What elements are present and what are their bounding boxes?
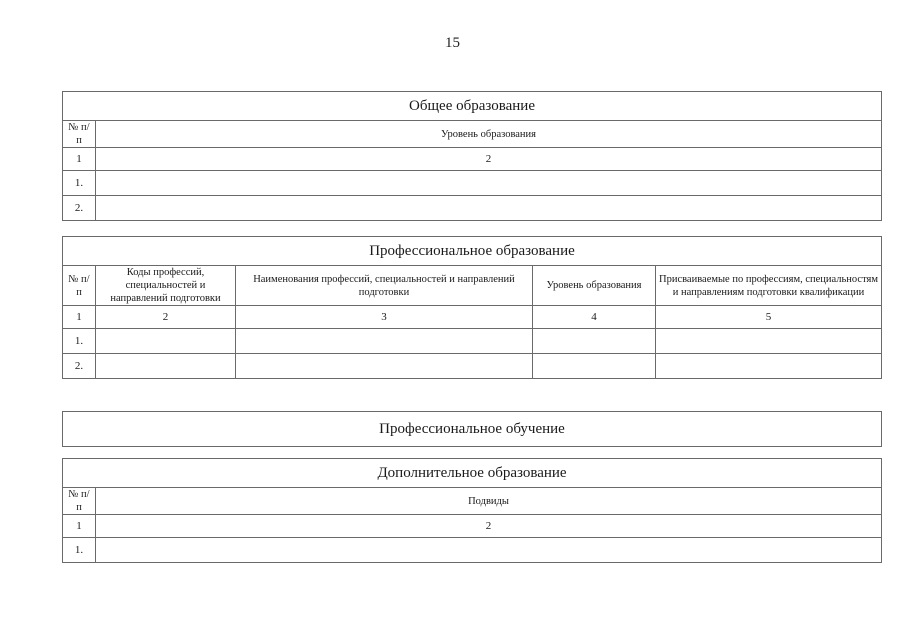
header-education-level: Уровень образования bbox=[532, 265, 656, 306]
table-general-education: Общее образование № п/п Уровень образова… bbox=[62, 91, 882, 221]
table-column-numbering-row: 1 2 bbox=[62, 147, 882, 171]
cell-assigned-qualifications[interactable] bbox=[655, 328, 882, 354]
header-row-number: № п/п bbox=[62, 487, 96, 515]
column-number-2: 2 bbox=[95, 305, 236, 329]
table-row: 1. bbox=[62, 537, 883, 563]
table-vocational-training-title: Профессиональное обучение bbox=[62, 411, 882, 447]
table-vocational-training: Профессиональное обучение bbox=[62, 411, 882, 447]
column-number-2: 2 bbox=[95, 147, 882, 171]
header-row-number: № п/п bbox=[62, 265, 96, 306]
cell-profession-codes[interactable] bbox=[95, 353, 236, 379]
cell-subtypes[interactable] bbox=[94, 537, 883, 563]
row-index: 2. bbox=[62, 195, 96, 221]
table-row: 1. bbox=[62, 328, 882, 354]
table-title-row: Профессиональное образование bbox=[62, 236, 882, 266]
column-number-2: 2 bbox=[94, 514, 883, 538]
table-header-row: № п/п Коды профессий, специальностей и н… bbox=[62, 265, 882, 306]
column-number-1: 1 bbox=[62, 305, 96, 329]
column-number-4: 4 bbox=[532, 305, 656, 329]
row-index: 1. bbox=[62, 328, 96, 354]
table-column-numbering-row: 1 2 3 4 5 bbox=[62, 305, 882, 329]
cell-education-level[interactable] bbox=[95, 195, 882, 221]
table-row: 2. bbox=[62, 195, 882, 221]
header-assigned-qualifications: Присваиваемые по профессиям, специальнос… bbox=[655, 265, 882, 306]
table-header-row: № п/п Уровень образования bbox=[62, 120, 882, 148]
column-number-5: 5 bbox=[655, 305, 882, 329]
header-subtypes: Подвиды bbox=[94, 487, 883, 515]
header-profession-names: Наименования профессий, специальностей и… bbox=[235, 265, 533, 306]
table-row: 1. bbox=[62, 170, 882, 196]
cell-assigned-qualifications[interactable] bbox=[655, 353, 882, 379]
header-row-number: № п/п bbox=[62, 120, 96, 148]
column-number-3: 3 bbox=[235, 305, 533, 329]
cell-profession-codes[interactable] bbox=[95, 328, 236, 354]
row-index: 1. bbox=[62, 170, 96, 196]
row-index: 1. bbox=[62, 537, 96, 563]
table-additional-education: Дополнительное образование № п/п Подвиды… bbox=[61, 458, 883, 563]
cell-profession-names[interactable] bbox=[235, 328, 533, 354]
header-profession-codes: Коды профессий, специальностей и направл… bbox=[95, 265, 236, 306]
table-professional-education-title: Профессиональное образование bbox=[62, 236, 882, 266]
cell-education-level[interactable] bbox=[532, 353, 656, 379]
column-number-1: 1 bbox=[62, 514, 96, 538]
table-general-education-title: Общее образование bbox=[62, 91, 882, 121]
cell-profession-names[interactable] bbox=[235, 353, 533, 379]
header-education-level: Уровень образования bbox=[95, 120, 882, 148]
table-column-numbering-row: 1 2 bbox=[62, 514, 883, 538]
table-additional-education-title: Дополнительное образование bbox=[61, 458, 883, 488]
cell-education-level[interactable] bbox=[95, 170, 882, 196]
table-header-row: № п/п Подвиды bbox=[62, 487, 883, 515]
cell-education-level[interactable] bbox=[532, 328, 656, 354]
table-row: 2. bbox=[62, 353, 882, 379]
page-number: 15 bbox=[445, 35, 460, 51]
table-professional-education: Профессиональное образование № п/п Коды … bbox=[62, 236, 882, 379]
table-title-row: Профессиональное обучение bbox=[62, 411, 882, 447]
column-number-1: 1 bbox=[62, 147, 96, 171]
table-title-row: Дополнительное образование bbox=[61, 458, 883, 488]
row-index: 2. bbox=[62, 353, 96, 379]
table-title-row: Общее образование bbox=[62, 91, 882, 121]
